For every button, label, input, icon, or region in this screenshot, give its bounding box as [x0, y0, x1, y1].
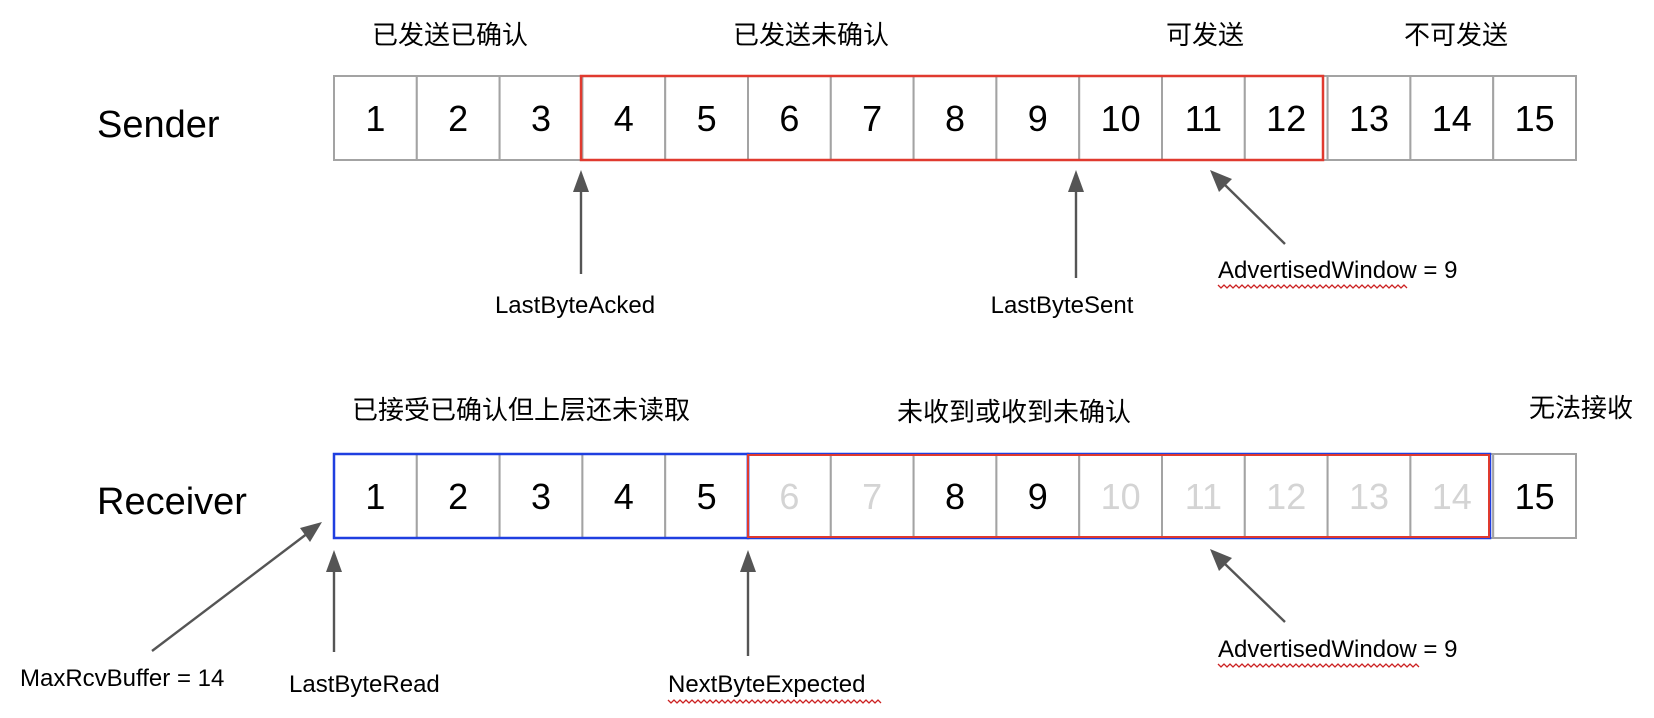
last-byte-acked-arrow: [573, 170, 589, 274]
receiver-cell-box: [1243, 453, 1329, 539]
spellcheck-squiggle: [1217, 284, 1408, 289]
sender-cell-box: [912, 75, 998, 161]
sender-cell-number: 11: [1185, 98, 1222, 139]
sender-category-not-sendable: 不可发送: [1404, 20, 1508, 50]
spellcheck-squiggle: [1217, 663, 1420, 668]
receiver-category-not-received: 未收到或收到未确认: [897, 397, 1131, 427]
last-byte-sent-label: LastByteSent: [991, 292, 1134, 319]
receiver-cell-number: 14: [1432, 476, 1472, 517]
receiver-cell-number: 7: [862, 476, 882, 517]
receiver-window-outline-red: [747, 454, 1490, 538]
sender-cell-number: 6: [779, 98, 799, 139]
receiver-cell-number: 13: [1349, 476, 1389, 517]
receiver-cell-number: 9: [1028, 476, 1048, 517]
sender-cell-box: [1409, 75, 1495, 161]
sender-cell-number: 3: [531, 98, 551, 139]
sender-advertised-window-label: AdvertisedWindow = 9: [1218, 257, 1457, 284]
receiver-cell-box: [498, 453, 584, 539]
sender-category-sent-acked: 已发送已确认: [372, 20, 528, 50]
last-byte-acked-label: LastByteAcked: [495, 292, 655, 319]
receiver-advertised-window-label: AdvertisedWindow = 9: [1218, 636, 1457, 663]
sender-window-outline: [579, 74, 1325, 162]
sender-cell-number: 9: [1028, 98, 1048, 139]
spellcheck-squiggle: [667, 699, 882, 704]
sender-cell-box: [415, 75, 501, 161]
receiver-cell-number: 3: [531, 476, 551, 517]
sender-cell-number: 8: [945, 98, 965, 139]
sender-cell-number: 5: [697, 98, 717, 139]
last-byte-read-label: LastByteRead: [289, 671, 440, 698]
receiver-cell-number: 8: [945, 476, 965, 517]
sender-cell-number: 2: [448, 98, 468, 139]
receiver-cell-number: 4: [614, 476, 634, 517]
sender-cell-box: [747, 75, 832, 161]
sender-cell-box: [498, 75, 584, 161]
sender-cell-number: 4: [614, 98, 634, 139]
receiver-cell-number: 15: [1515, 476, 1555, 517]
receiver-cell-number: 11: [1185, 476, 1222, 517]
sender-cell-box: [1492, 75, 1577, 161]
receiver-category-cannot-receive: 无法接收: [1529, 393, 1633, 423]
sender-category-sent-unacked: 已发送未确认: [733, 20, 889, 50]
receiver-cell-number: 12: [1266, 476, 1306, 517]
receiver-category-received-unread: 已接受已确认但上层还未读取: [352, 395, 690, 425]
receiver-advertised-window-arrow: [1210, 549, 1286, 623]
receiver-cell-number: 5: [697, 476, 717, 517]
receiver-cell-box: [1326, 453, 1412, 539]
receiver-cell-number: 1: [365, 476, 385, 517]
last-byte-sent-arrow: [1068, 170, 1084, 278]
sender-cell-number: 12: [1266, 98, 1306, 139]
receiver-cell-number: 6: [779, 476, 799, 517]
max-rcv-buffer-arrow: [151, 522, 322, 652]
receiver-cell-box: [1492, 453, 1577, 539]
next-byte-expected-label: NextByteExpected: [668, 671, 865, 698]
sender-advertised-window-arrow: [1210, 170, 1286, 245]
receiver-cell-box: [829, 453, 915, 539]
receiver-cell-box: [1161, 453, 1246, 539]
sender-category-sendable: 可发送: [1166, 20, 1244, 50]
receiver-label: Receiver: [97, 481, 247, 523]
sender-cell-number: 14: [1432, 98, 1472, 139]
receiver-cell-box: [664, 453, 750, 539]
sender-cell-number: 1: [365, 98, 385, 139]
sender-cell-number: 13: [1349, 98, 1389, 139]
receiver-cell-number: 2: [448, 476, 468, 517]
receiver-cell-box: [581, 453, 667, 539]
last-byte-read-arrow: [326, 550, 342, 652]
sender-cell-box: [1326, 75, 1412, 161]
sender-label: Sender: [97, 104, 220, 146]
sender-cell-number: 7: [862, 98, 882, 139]
sender-cell-box: [333, 75, 418, 161]
sender-cell-number: 10: [1101, 98, 1141, 139]
max-rcv-buffer-label: MaxRcvBuffer = 14: [20, 665, 224, 692]
next-byte-expected-arrow: [740, 550, 756, 656]
sender-cell-number: 15: [1515, 98, 1555, 139]
sender-cell-box: [1243, 75, 1329, 161]
receiver-cell-number: 10: [1101, 476, 1141, 517]
sender-cell-box: [1078, 75, 1163, 161]
receiver-cell-box: [995, 453, 1081, 539]
